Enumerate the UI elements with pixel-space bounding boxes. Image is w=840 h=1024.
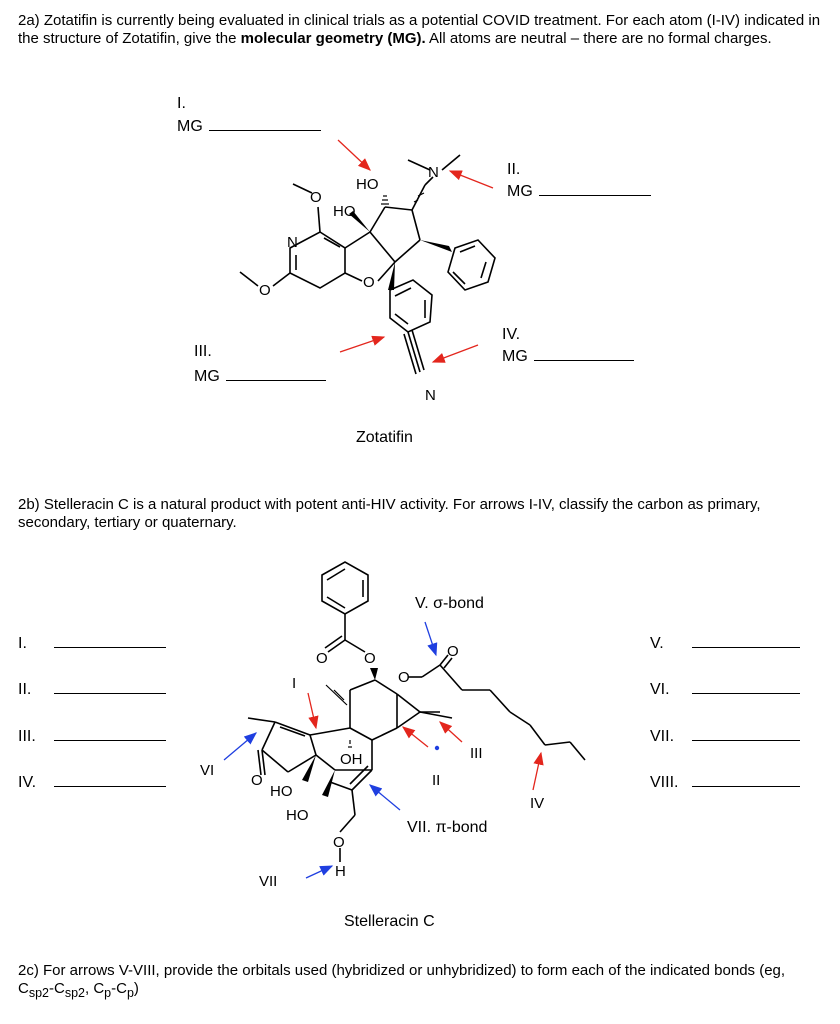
row-label: VIII. xyxy=(650,774,679,791)
answer-blank[interactable] xyxy=(692,726,800,741)
arrow-ii xyxy=(401,726,429,748)
atom-n: N xyxy=(425,387,436,404)
answer-blank[interactable] xyxy=(208,116,321,131)
answer-row-i: I. xyxy=(18,633,166,654)
answer-blank[interactable] xyxy=(692,633,800,648)
label-iv: IV. xyxy=(502,326,521,343)
atom-ho: HO xyxy=(356,176,379,193)
atom-o: O xyxy=(251,772,263,789)
sigma-bond-label: V. σ-bond xyxy=(415,595,484,612)
sub: p xyxy=(104,986,112,1000)
answer-blank[interactable] xyxy=(533,346,634,361)
answer-row-vi: VI. xyxy=(650,679,800,700)
label-i: I. xyxy=(177,95,186,112)
q2c-text: ) xyxy=(133,980,139,997)
row-label: VII. xyxy=(650,728,675,745)
row-label: II. xyxy=(18,681,32,698)
label-ii: II. xyxy=(507,161,521,178)
mg-label: MG xyxy=(177,118,203,135)
mg-iv: MG xyxy=(502,346,634,367)
atom-n: N xyxy=(428,164,439,181)
answer-row-v: V. xyxy=(650,633,800,654)
arrow-vi xyxy=(223,732,257,761)
question-2c: 2c) For arrows V-VIII, provide the orbit… xyxy=(18,962,823,1002)
atom-o: O xyxy=(316,650,328,667)
q2c-text: , C xyxy=(84,980,105,997)
arrow-label-vi: VI xyxy=(200,762,214,779)
atom-h: H xyxy=(335,863,346,880)
answer-row-iv: IV. xyxy=(18,772,166,793)
arrow-v xyxy=(424,621,438,657)
arrow-label-ii: II xyxy=(432,772,440,789)
answer-blank[interactable] xyxy=(54,726,166,741)
zotatifin-name: Zotatifin xyxy=(356,429,413,446)
arrow-label-iv: IV xyxy=(530,795,544,812)
row-label: III. xyxy=(18,728,36,745)
label-iii: III. xyxy=(194,343,212,360)
sub: sp2 xyxy=(28,986,49,1000)
arrow-label-iii: III xyxy=(470,745,483,762)
answer-blank[interactable] xyxy=(225,366,326,381)
mg-label: MG xyxy=(507,183,533,200)
atom-ho: HO xyxy=(270,783,293,800)
arrow-viii xyxy=(369,784,401,811)
mg-label: MG xyxy=(194,368,220,385)
sub: sp2 xyxy=(64,986,85,1000)
answer-blank[interactable] xyxy=(54,679,166,694)
answer-blank[interactable] xyxy=(54,633,166,648)
mg-ii: MG xyxy=(507,181,651,202)
answer-blank[interactable] xyxy=(538,181,651,196)
answer-row-ii: II. xyxy=(18,679,166,700)
arrow-label-i: I xyxy=(292,675,296,692)
arrow-iii xyxy=(439,721,463,743)
atom-o: O xyxy=(310,189,322,206)
atom-o: O xyxy=(333,834,345,851)
answer-row-viii: VIII. xyxy=(650,772,800,793)
stelleracin-name: Stelleracin C xyxy=(344,913,435,930)
arrow-vii xyxy=(305,865,334,879)
atom-ho: HO xyxy=(333,203,356,220)
arrow-i xyxy=(307,692,319,730)
atom-o: O xyxy=(364,650,376,667)
sub: p xyxy=(126,986,134,1000)
answer-blank[interactable] xyxy=(692,679,800,694)
arrow-iv xyxy=(431,344,479,363)
answer-row-vii: VII. xyxy=(650,726,800,747)
atom-oh: OH xyxy=(340,751,363,768)
arrow-ii xyxy=(448,170,494,189)
question-2a: 2a) Zotatifin is currently being evaluat… xyxy=(18,12,823,48)
atom-o: O xyxy=(447,643,459,660)
q2a-text: 2a) Zotatifin is currently being evaluat… xyxy=(18,12,821,47)
arrow-label-vii: VII xyxy=(259,873,277,890)
atom-o: O xyxy=(363,274,375,291)
q2a-bold: molecular geometry (MG). xyxy=(240,30,426,47)
answer-blank[interactable] xyxy=(692,772,800,787)
pi-bond-label: VII. π-bond xyxy=(407,819,488,836)
mg-iii: MG xyxy=(194,366,326,387)
arrow-i xyxy=(337,139,371,171)
q2c-text: -C xyxy=(111,980,127,997)
mg-label: MG xyxy=(502,348,528,365)
mg-i: MG xyxy=(177,116,321,137)
stelleracin-structure: O O O O OH HO HO O O H I II III IV VI VI… xyxy=(200,561,586,890)
row-label: V. xyxy=(650,635,664,652)
q2c-text: 2c) For arrows V-VIII, provide the orbit… xyxy=(18,962,786,997)
answer-row-iii: III. xyxy=(18,726,166,747)
row-label: VI. xyxy=(650,681,670,698)
answer-blank[interactable] xyxy=(54,772,166,787)
arrow-iv xyxy=(532,751,544,791)
arrow-iii xyxy=(339,335,386,353)
q2a-text-end: All atoms are neutral – there are no for… xyxy=(425,30,772,47)
lone-pair-dot xyxy=(434,745,440,751)
row-label: IV. xyxy=(18,774,37,791)
atom-ho: HO xyxy=(286,807,309,824)
question-2b: 2b) Stelleracin C is a natural product w… xyxy=(18,496,761,531)
zotatifin-structure: HO HO N N O O O N xyxy=(239,139,496,404)
atom-o: O xyxy=(259,282,271,299)
atom-n: N xyxy=(287,234,298,251)
row-label: I. xyxy=(18,635,27,652)
q2c-text: -C xyxy=(49,980,65,997)
atom-o: O xyxy=(398,669,410,686)
